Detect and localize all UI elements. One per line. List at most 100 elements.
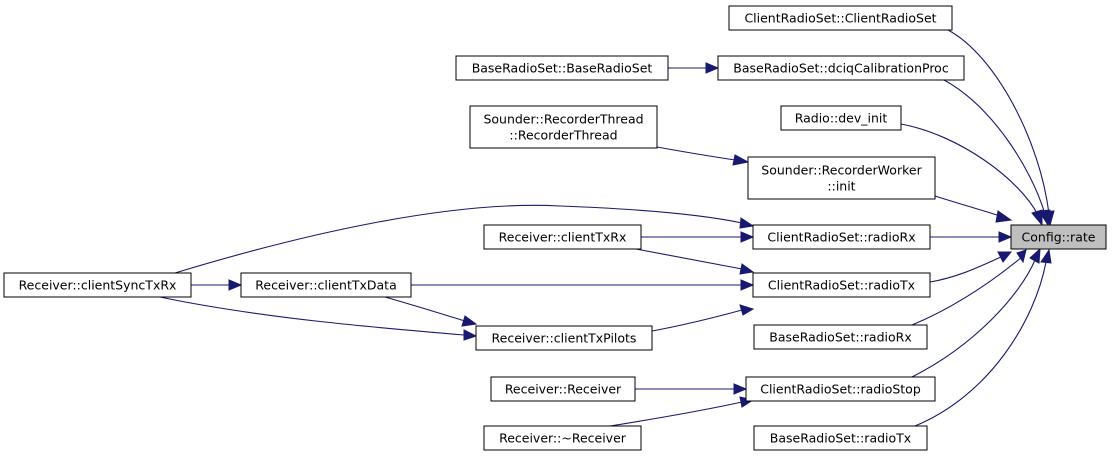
node-label: BaseRadioSet::radioRx <box>769 330 911 345</box>
edge-recv_clientTxRx-to-crs_radioRx <box>641 231 755 243</box>
edge-arrowhead-icon <box>1040 248 1052 264</box>
node-label: BaseRadioSet::BaseRadioSet <box>472 61 653 76</box>
node-crs-radioRx[interactable]: ClientRadioSet::radioRx <box>752 224 931 250</box>
edge-line <box>635 248 743 270</box>
node-rec-thread[interactable]: Sounder::RecorderThread::RecorderThread <box>469 105 658 149</box>
edge-arrowhead-icon <box>461 315 478 327</box>
edge-arrowhead-icon <box>739 217 755 229</box>
node-crs-radioStop[interactable]: ClientRadioSet::radioStop <box>745 376 936 402</box>
edge-line <box>934 195 1001 217</box>
edge-arrowhead-icon <box>733 383 748 395</box>
edge-arrowhead-icon <box>732 154 750 166</box>
node-box <box>240 272 412 298</box>
node-brs-radioRx[interactable]: BaseRadioSet::radioRx <box>753 324 928 350</box>
node-box <box>469 105 658 149</box>
node-box <box>455 55 669 81</box>
node-radio-dev-init[interactable]: Radio::dev_init <box>780 105 902 131</box>
edge-recv_clientTxData-to-recv_clientTxPilots <box>384 296 478 327</box>
edge-recv_clientSyncTxRx-to-recv_clientTxPilots <box>159 296 478 341</box>
node-box <box>747 156 936 200</box>
edge-crs_radioStop-to-config_rate <box>911 247 1041 378</box>
node-recv-clientTxRx[interactable]: Receiver::clientTxRx <box>483 224 642 250</box>
node-label: Receiver::clientSyncTxRx <box>19 278 177 293</box>
node-recv-ctor[interactable]: Receiver::Receiver <box>490 376 636 402</box>
node-recv-clientTxPilots[interactable]: Receiver::clientTxPilots <box>475 325 653 351</box>
edge-line <box>911 256 1023 326</box>
edge-line <box>656 146 736 161</box>
edge-recv_clientTxRx-to-crs_radioTx <box>635 248 755 275</box>
node-recv-clientTxData[interactable]: Receiver::clientTxData <box>240 272 412 298</box>
edge-arrowhead-icon <box>995 210 1013 223</box>
edge-line <box>911 259 1036 378</box>
node-box <box>475 325 653 351</box>
node-label: ClientRadioSet::radioStop <box>760 382 921 397</box>
node-label: Receiver::clientTxData <box>255 278 397 293</box>
node-recv-dtor[interactable]: Receiver::~Receiver <box>483 425 642 451</box>
node-brs-dciq[interactable]: BaseRadioSet::dciqCalibrationProc <box>717 55 965 81</box>
node-recv-clientSyncTxRx[interactable]: Receiver::clientSyncTxRx <box>3 272 192 298</box>
node-config-rate[interactable]: Config::rate <box>1010 224 1107 250</box>
edge-recv_ctor-to-crs_radioStop <box>635 383 748 395</box>
node-crs-ctor[interactable]: ClientRadioSet::ClientRadioSet <box>728 5 953 31</box>
edge-arrowhead-icon <box>740 231 755 243</box>
call-nodes: Config::rate ClientRadioSet::ClientRadioS… <box>3 5 1107 451</box>
edge-line <box>609 401 743 427</box>
node-box <box>752 224 931 250</box>
edge-crs_radioRx-to-config_rate <box>930 231 1013 243</box>
node-label: ClientRadioSet::radioRx <box>767 230 915 245</box>
node-label: BaseRadioSet::dciqCalibrationProc <box>733 61 949 76</box>
node-brs-ctor[interactable]: BaseRadioSet::BaseRadioSet <box>455 55 669 81</box>
node-box <box>745 376 936 402</box>
edge-arrowhead-icon <box>997 251 1013 263</box>
edge-recv_clientSyncTxRx-to-crs_radioRx <box>174 204 755 274</box>
edge-line <box>914 261 1047 427</box>
edge-radio_dev_init-to-config_rate <box>900 123 1043 227</box>
edge-line <box>943 79 1046 215</box>
edge-rec_thread-to-rec_worker_init <box>656 146 750 166</box>
node-crs-radioTx[interactable]: ClientRadioSet::radioTx <box>752 272 931 298</box>
node-brs-radioTx[interactable]: BaseRadioSet::radioTx <box>753 425 928 451</box>
edge-arrowhead-icon <box>739 304 755 316</box>
node-label: BaseRadioSet::radioTx <box>770 431 911 446</box>
edge-line <box>651 309 743 332</box>
edge-arrowhead-icon <box>463 329 478 341</box>
edge-crs_radioTx-to-config_rate <box>929 251 1013 283</box>
edge-brs_radioTx-to-config_rate <box>914 248 1052 427</box>
node-box <box>717 55 965 81</box>
edge-line <box>384 296 466 322</box>
node-label: ClientRadioSet::radioTx <box>768 278 915 293</box>
edge-line <box>929 256 1002 283</box>
node-label: Receiver::Receiver <box>505 382 622 397</box>
edge-line <box>900 123 1039 216</box>
node-box <box>490 376 636 402</box>
node-box <box>753 425 928 451</box>
edge-arrowhead-icon <box>998 231 1013 243</box>
node-label: Receiver::~Receiver <box>499 431 627 446</box>
node-rec-worker-init[interactable]: Sounder::RecorderWorker::init <box>747 156 936 200</box>
edge-brs_radioRx-to-config_rate <box>911 249 1027 326</box>
edge-brs_ctor-to-brs_dciq <box>668 62 720 74</box>
node-box <box>752 272 931 298</box>
edge-arrowhead-icon <box>228 279 243 291</box>
node-label: Receiver::clientTxRx <box>499 230 627 245</box>
node-label: Receiver::clientTxPilots <box>492 331 637 346</box>
node-label: Sounder::RecorderThread <box>483 112 643 127</box>
edge-recv_clientTxData-to-crs_radioTx <box>411 279 755 291</box>
edge-recv_clientSyncTxRx-to-recv_clientTxData <box>191 279 243 291</box>
call-edges <box>159 29 1055 427</box>
edge-arrowhead-icon <box>1016 249 1027 264</box>
node-box <box>780 105 902 131</box>
node-box <box>753 324 928 350</box>
node-box <box>3 272 192 298</box>
node-box <box>728 5 953 31</box>
edge-line <box>947 29 1050 215</box>
node-label: Radio::dev_init <box>795 111 888 126</box>
node-label: Config::rate <box>1022 230 1096 245</box>
edge-arrowhead-icon <box>739 263 755 275</box>
edge-arrowhead-icon <box>705 62 720 74</box>
edge-rec_worker_init-to-config_rate <box>934 195 1013 223</box>
edge-line <box>174 204 743 274</box>
edge-recv_clientTxPilots-to-crs_radioTx <box>651 304 755 332</box>
edge-line <box>159 296 465 336</box>
